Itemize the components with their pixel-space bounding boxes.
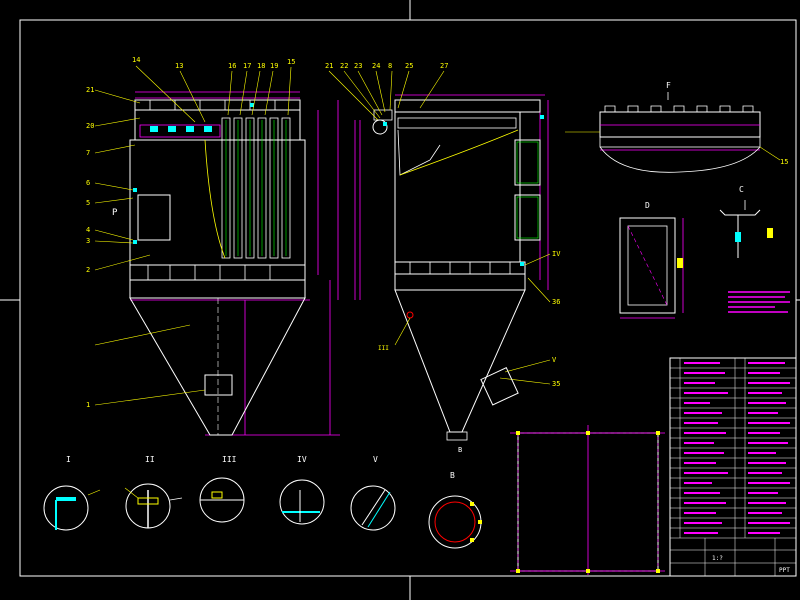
detail-i-title: I: [66, 455, 71, 464]
title-block-tag-a: 1:?: [712, 555, 723, 562]
side-callout-21: 21: [325, 62, 333, 70]
callout-2: 2: [86, 266, 90, 274]
title-block-tag-b: PPT: [779, 567, 790, 574]
view-c-title: C: [739, 185, 744, 194]
side-note-iii: III: [378, 345, 389, 352]
detail-iv-title: IV: [297, 455, 307, 464]
view-d: D: [619, 201, 684, 319]
callout-16: 16: [228, 62, 236, 70]
parts-list-rows: [670, 358, 796, 576]
front-view-left-callouts: 21 20 7 6 5 4 3 2 1: [86, 86, 94, 409]
detail-b: B: [428, 471, 482, 549]
svg-text:B: B: [458, 446, 462, 454]
technical-notes: [728, 291, 790, 313]
view-f-label: 15: [780, 158, 788, 166]
parts-list-entries: [684, 362, 790, 534]
detail-views: I II III IV: [43, 455, 482, 549]
detail-b-title: B: [450, 471, 455, 480]
side-callout-8: 8: [388, 62, 392, 70]
side-callout-35: 35: [552, 380, 560, 388]
view-c: C: [719, 185, 773, 258]
detail-v: V: [350, 455, 396, 531]
side-view-right-callouts: IV 36 V 35: [552, 250, 561, 388]
callout-7: 7: [86, 149, 90, 157]
side-callout-25: 25: [405, 62, 413, 70]
detail-ii-title: II: [145, 455, 155, 464]
base-plan: [510, 425, 665, 575]
callout-21: 21: [86, 86, 94, 94]
detail-iii-title: III: [222, 455, 237, 464]
callout-15: 15: [287, 58, 295, 66]
view-d-title: D: [645, 201, 650, 210]
view-f: F 15: [565, 81, 788, 173]
side-callout-36: 36: [552, 298, 560, 306]
callout-1: 1: [86, 401, 90, 409]
detail-iii: III: [199, 455, 245, 523]
view-f-title: F: [666, 81, 671, 90]
front-view: 21 20 7 6 5 4 3 2 1 14 13 16 17: [86, 56, 340, 436]
callout-3: 3: [86, 237, 90, 245]
callout-13: 13: [175, 62, 183, 70]
detail-iv: IV: [279, 455, 325, 525]
side-callout-23: 23: [354, 62, 362, 70]
side-view: 21 22 23 24 8 25 27 IV 36 V 35: [325, 62, 561, 454]
side-callout-22: 22: [340, 62, 348, 70]
callout-18: 18: [257, 62, 265, 70]
callout-20: 20: [86, 122, 94, 130]
side-callout-iv: IV: [552, 250, 561, 258]
callout-6: 6: [86, 179, 90, 187]
side-view-top-callouts: 21 22 23 24 8 25 27: [325, 62, 448, 70]
callout-5: 5: [86, 199, 90, 207]
detail-ii: II: [124, 455, 183, 529]
callout-14: 14: [132, 56, 140, 64]
callout-19: 19: [270, 62, 278, 70]
side-callout-v: V: [552, 356, 557, 364]
svg-text:P: P: [112, 208, 118, 218]
callout-17: 17: [243, 62, 251, 70]
detail-v-title: V: [373, 455, 378, 464]
detail-i: I: [43, 455, 101, 531]
side-callout-27: 27: [440, 62, 448, 70]
front-view-top-callouts: 14 13 16 17 18 19 15: [132, 56, 295, 70]
callout-4: 4: [86, 226, 90, 234]
title-block: 1:? PPT: [669, 357, 797, 577]
side-callout-24: 24: [372, 62, 380, 70]
